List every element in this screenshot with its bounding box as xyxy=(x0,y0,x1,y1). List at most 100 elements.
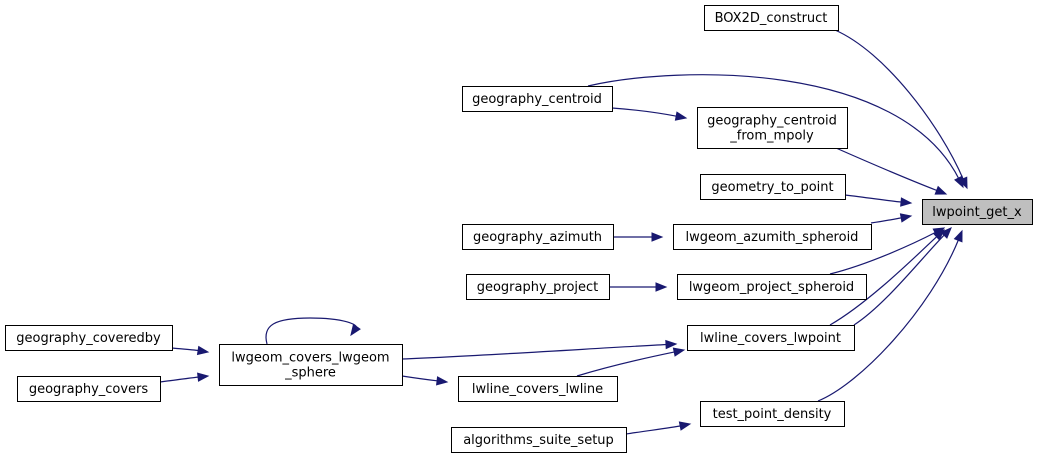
node-label: geography_covers xyxy=(29,382,149,397)
edge-lwgeom_covers_lwgeom_sphere-to-lwpoint_get_x xyxy=(853,227,952,326)
edge-line xyxy=(171,347,200,352)
arrowhead-icon xyxy=(196,345,210,356)
edge-lwline_covers_lwpoint-to-lwpoint_get_x xyxy=(829,229,945,326)
node-label: geometry_to_point xyxy=(711,180,833,195)
node-label: lwline_covers_lwline xyxy=(472,382,603,397)
edge-line xyxy=(576,351,676,377)
node-label: geography_project xyxy=(477,280,599,295)
node-lwline_covers_lwpoint[interactable]: lwline_covers_lwpoint xyxy=(687,325,855,351)
edge-line xyxy=(829,235,938,326)
node-box xyxy=(5,325,173,351)
node-label: BOX2D_construct xyxy=(715,11,828,26)
edge-geography_coveredby-to-lwgeom_covers_lwgeom_sphere xyxy=(171,345,210,356)
arrowhead-icon xyxy=(899,213,913,223)
edge-geography_covers-to-lwgeom_covers_lwgeom_sphere xyxy=(159,372,210,383)
arrowhead-icon xyxy=(933,229,945,241)
node-box xyxy=(219,344,403,386)
arrowhead-icon xyxy=(436,376,449,386)
edge-geography_centroid-to-lwpoint_get_x xyxy=(587,74,964,189)
edge-line xyxy=(853,234,946,326)
node-label: algorithms_suite_setup xyxy=(463,433,614,448)
node-geography_centroid[interactable]: geography_centroid xyxy=(462,86,613,112)
edge-line xyxy=(835,147,938,192)
edge-line xyxy=(870,217,903,224)
node-lwline_covers_lwline[interactable]: lwline_covers_lwline xyxy=(458,376,618,402)
node-label: lwgeom_azumith_spheroid xyxy=(686,230,859,245)
edge-geography_project-to-lwgeom_project_spheroid xyxy=(609,282,668,292)
node-box xyxy=(673,224,872,250)
edge-geography_azimuth-to-lwgeom_azumith_spheroid xyxy=(613,232,664,242)
edge-geography_centroid_from_mpoly-to-lwpoint_get_x xyxy=(835,147,948,195)
node-box xyxy=(466,274,610,300)
node-geography_coveredby[interactable]: geography_coveredby xyxy=(5,325,173,351)
arrowhead-icon xyxy=(651,232,664,242)
node-label: geography_centroid xyxy=(472,92,602,107)
node-box xyxy=(17,376,161,402)
arrowhead-icon xyxy=(678,421,692,431)
node-box xyxy=(922,199,1033,225)
node-test_point_density[interactable]: test_point_density xyxy=(700,401,845,427)
node-label: geography_centroid xyxy=(707,114,837,129)
node-geography_covers[interactable]: geography_covers xyxy=(17,376,161,402)
edge-line xyxy=(611,107,678,117)
edge-algorithms_suite_setup-to-test_point_density xyxy=(625,421,692,435)
node-lwgeom_project_spheroid[interactable]: lwgeom_project_spheroid xyxy=(677,274,867,300)
edge-geography_centroid-to-geography_centroid_from_mpoly xyxy=(611,107,688,121)
edge-geometry_to_point-to-lwpoint_get_x xyxy=(844,194,913,207)
arrowhead-icon xyxy=(953,229,963,243)
edge-line xyxy=(587,74,960,180)
node-label: _from_mpoly xyxy=(729,129,814,144)
node-box xyxy=(462,86,613,112)
node-geography_project[interactable]: geography_project xyxy=(466,274,610,300)
node-label: lwgeom_project_spheroid xyxy=(689,280,854,295)
edge-line xyxy=(829,231,937,275)
edge-line xyxy=(159,376,200,383)
node-lwgeom_azumith_spheroid[interactable]: lwgeom_azumith_spheroid xyxy=(673,224,872,250)
node-lwpoint_get_x[interactable]: lwpoint_get_x xyxy=(922,199,1033,225)
arrowhead-icon xyxy=(940,227,952,239)
edge-lwgeom_azumith_spheroid-to-lwpoint_get_x xyxy=(870,213,913,224)
edge-line xyxy=(401,343,668,360)
node-algorithms_suite_setup[interactable]: algorithms_suite_setup xyxy=(451,427,627,453)
edge-lwgeom_covers_lwgeom_sphere-to-lwline_covers_lwpoint xyxy=(401,339,678,360)
arrowhead-icon xyxy=(197,372,210,382)
node-box xyxy=(451,427,627,453)
node-box xyxy=(677,274,867,300)
node-label: lwline_covers_lwpoint xyxy=(700,331,841,346)
node-BOX2D_construct[interactable]: BOX2D_construct xyxy=(704,5,839,31)
edge-line xyxy=(265,317,357,345)
edge-lwgeom_covers_lwgeom_sphere-to-lwgeom_covers_lwgeom_sphere xyxy=(265,317,361,345)
edge-lwline_covers_lwline-to-lwline_covers_lwpoint xyxy=(576,347,686,377)
edge-line xyxy=(844,194,903,203)
node-label: lwpoint_get_x xyxy=(932,205,1022,220)
arrowhead-icon xyxy=(672,347,686,357)
edge-lwgeom_covers_lwgeom_sphere-to-lwline_covers_lwline xyxy=(401,375,449,386)
node-layer: lwpoint_get_x BOX2D_construct geography_ce… xyxy=(5,5,1033,453)
node-box xyxy=(700,174,846,200)
node-box xyxy=(700,401,845,427)
node-geometry_to_point[interactable]: geometry_to_point xyxy=(700,174,846,200)
node-label: lwgeom_covers_lwgeom xyxy=(231,351,389,366)
node-box xyxy=(458,376,618,402)
node-label: _sphere xyxy=(284,366,336,381)
arrowhead-icon xyxy=(954,175,964,189)
node-label: geography_coveredby xyxy=(16,331,161,346)
edge-test_point_density-to-lwpoint_get_x xyxy=(817,229,963,402)
node-lwgeom_covers_lwgeom_sphere[interactable]: lwgeom_covers_lwgeom_sphere xyxy=(219,344,403,386)
edge-line xyxy=(817,239,960,402)
edge-BOX2D_construct-to-lwpoint_get_x xyxy=(834,29,968,190)
arrowhead-icon xyxy=(934,185,948,195)
arrowhead-icon xyxy=(665,339,678,350)
arrowhead-icon xyxy=(655,282,668,292)
node-box xyxy=(687,325,855,351)
node-box xyxy=(704,5,839,31)
node-geography_azimuth[interactable]: geography_azimuth xyxy=(462,224,614,250)
arrowhead-icon xyxy=(900,197,913,207)
node-box xyxy=(697,107,848,149)
node-label: test_point_density xyxy=(713,407,832,422)
node-geography_centroid_from_mpoly[interactable]: geography_centroid_from_mpoly xyxy=(697,107,848,149)
edge-layer xyxy=(159,29,968,435)
edge-line xyxy=(625,425,682,435)
